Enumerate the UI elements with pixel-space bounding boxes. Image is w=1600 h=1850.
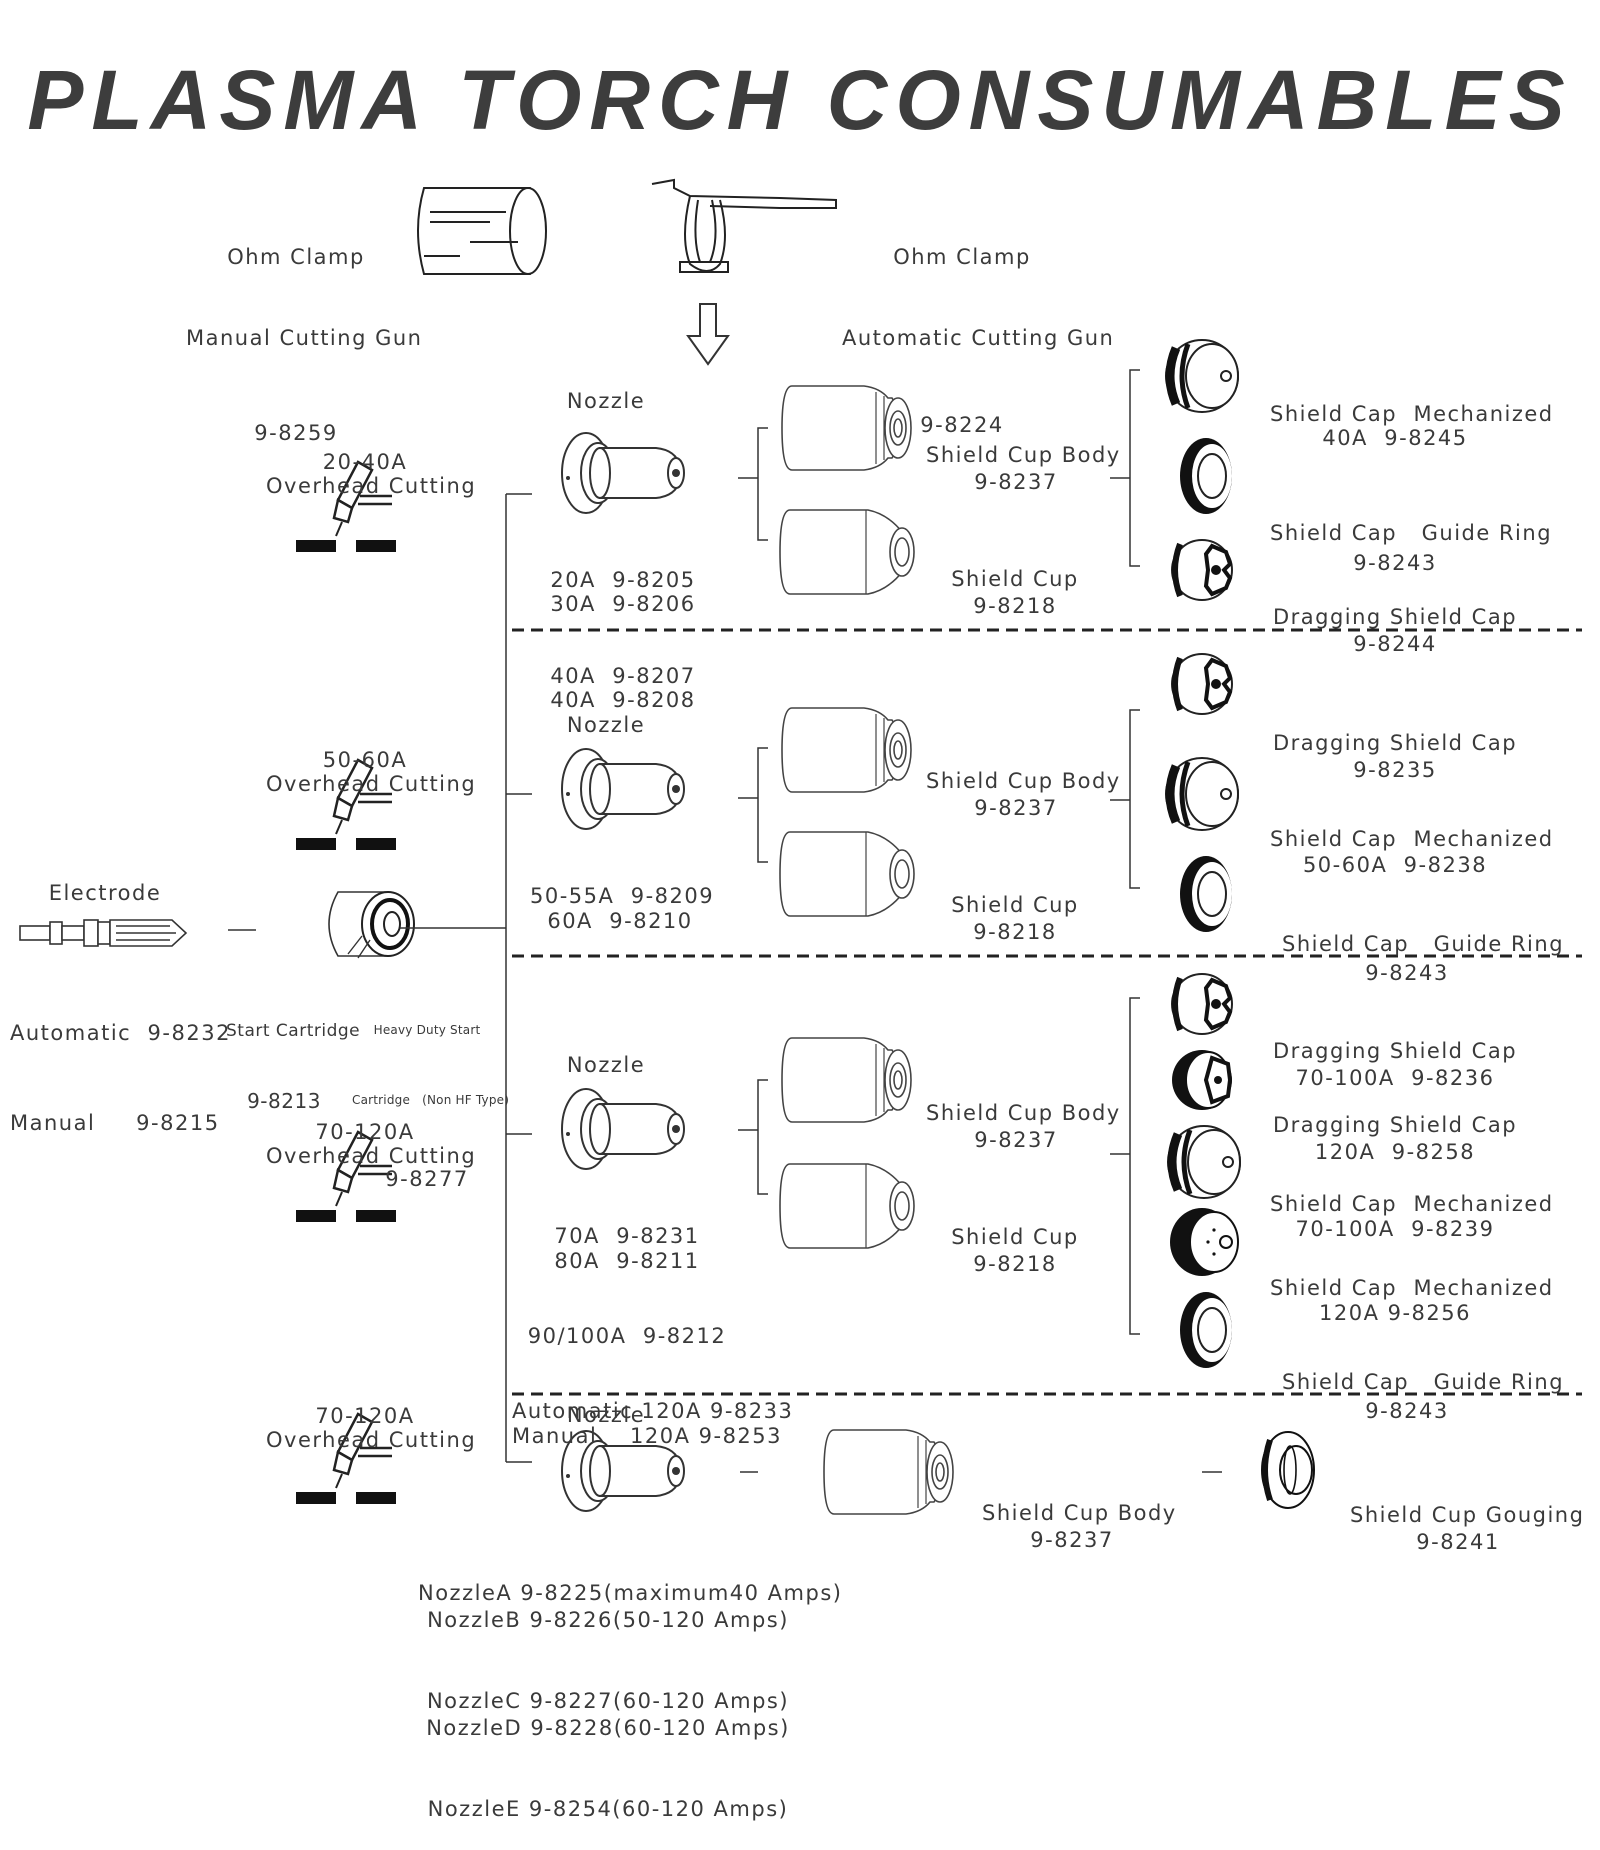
group4-nozzle-parts: NozzleA 9-8225(maximum40 Amps)NozzleB 9-… (418, 1581, 843, 1821)
ohm-clamp-auto-label: Ohm Clamp Automatic Cutting Gun 9-8224 (842, 245, 1115, 437)
ohm-clamp-manual-label: Ohm Clamp Manual Cutting Gun 9-8259 (186, 245, 423, 445)
diagram-drawing (19, 178, 1582, 1515)
start-cartridge-label: Start Cartridge 9-8213 (226, 1021, 361, 1113)
group3-nozzle-title: Nozzle (566, 1053, 646, 1077)
electrode-drawing (19, 919, 188, 947)
down-arrow-icon (686, 303, 730, 366)
page-title: PLASMA TORCH CONSUMABLES (27, 53, 1573, 147)
group2-nozzle-title: Nozzle (566, 713, 646, 737)
group4-nozzle-title: Nozzle (566, 1403, 646, 1427)
ohm-clamp-auto-drawing (651, 178, 837, 273)
electrode-parts: Automatic 9-8232 Manual 9-8215 (10, 1021, 231, 1135)
start-cartridge-drawing (328, 891, 415, 959)
ohm-clamp-manual-drawing (417, 187, 547, 275)
heavy-cartridge-label: Heavy Duty Start Cartridge (Non HF Type)… (352, 1023, 510, 1191)
group1-nozzle-title: Nozzle (566, 389, 646, 413)
electrode-title: Electrode (48, 881, 162, 905)
